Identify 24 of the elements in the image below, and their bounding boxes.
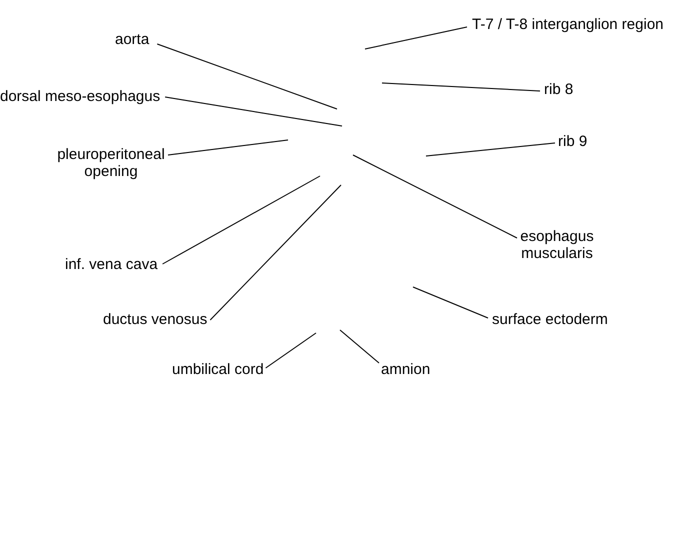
part-label: surface ectoderm [492,311,608,328]
part-label: esophagus muscularis [518,228,596,262]
part-label: umbilical cord [172,361,264,378]
leader-line [168,140,288,156]
leader-line [382,82,540,92]
part-label: ductus venosus [103,311,208,328]
part-label: amnion [381,361,430,378]
part-label: rib 9 [558,133,588,150]
leader-line [156,44,338,110]
part-label: rib 8 [544,81,574,98]
leader-line [364,26,468,50]
leader-line [164,96,342,126]
leader-line [412,286,488,318]
part-label: pleuroperitoneal opening [55,146,167,180]
leader-line [265,332,316,368]
part-label: T-7 / T-8 interganglion region [472,16,664,33]
leader-line [426,142,556,156]
part-label: aorta [115,31,150,48]
part-label: dorsal meso-esophagus [0,88,160,105]
part-label: inf. vena cava [65,256,158,273]
leader-line [210,184,342,320]
leader-line [340,330,380,364]
leader-line [352,154,518,238]
leader-line [162,176,320,264]
